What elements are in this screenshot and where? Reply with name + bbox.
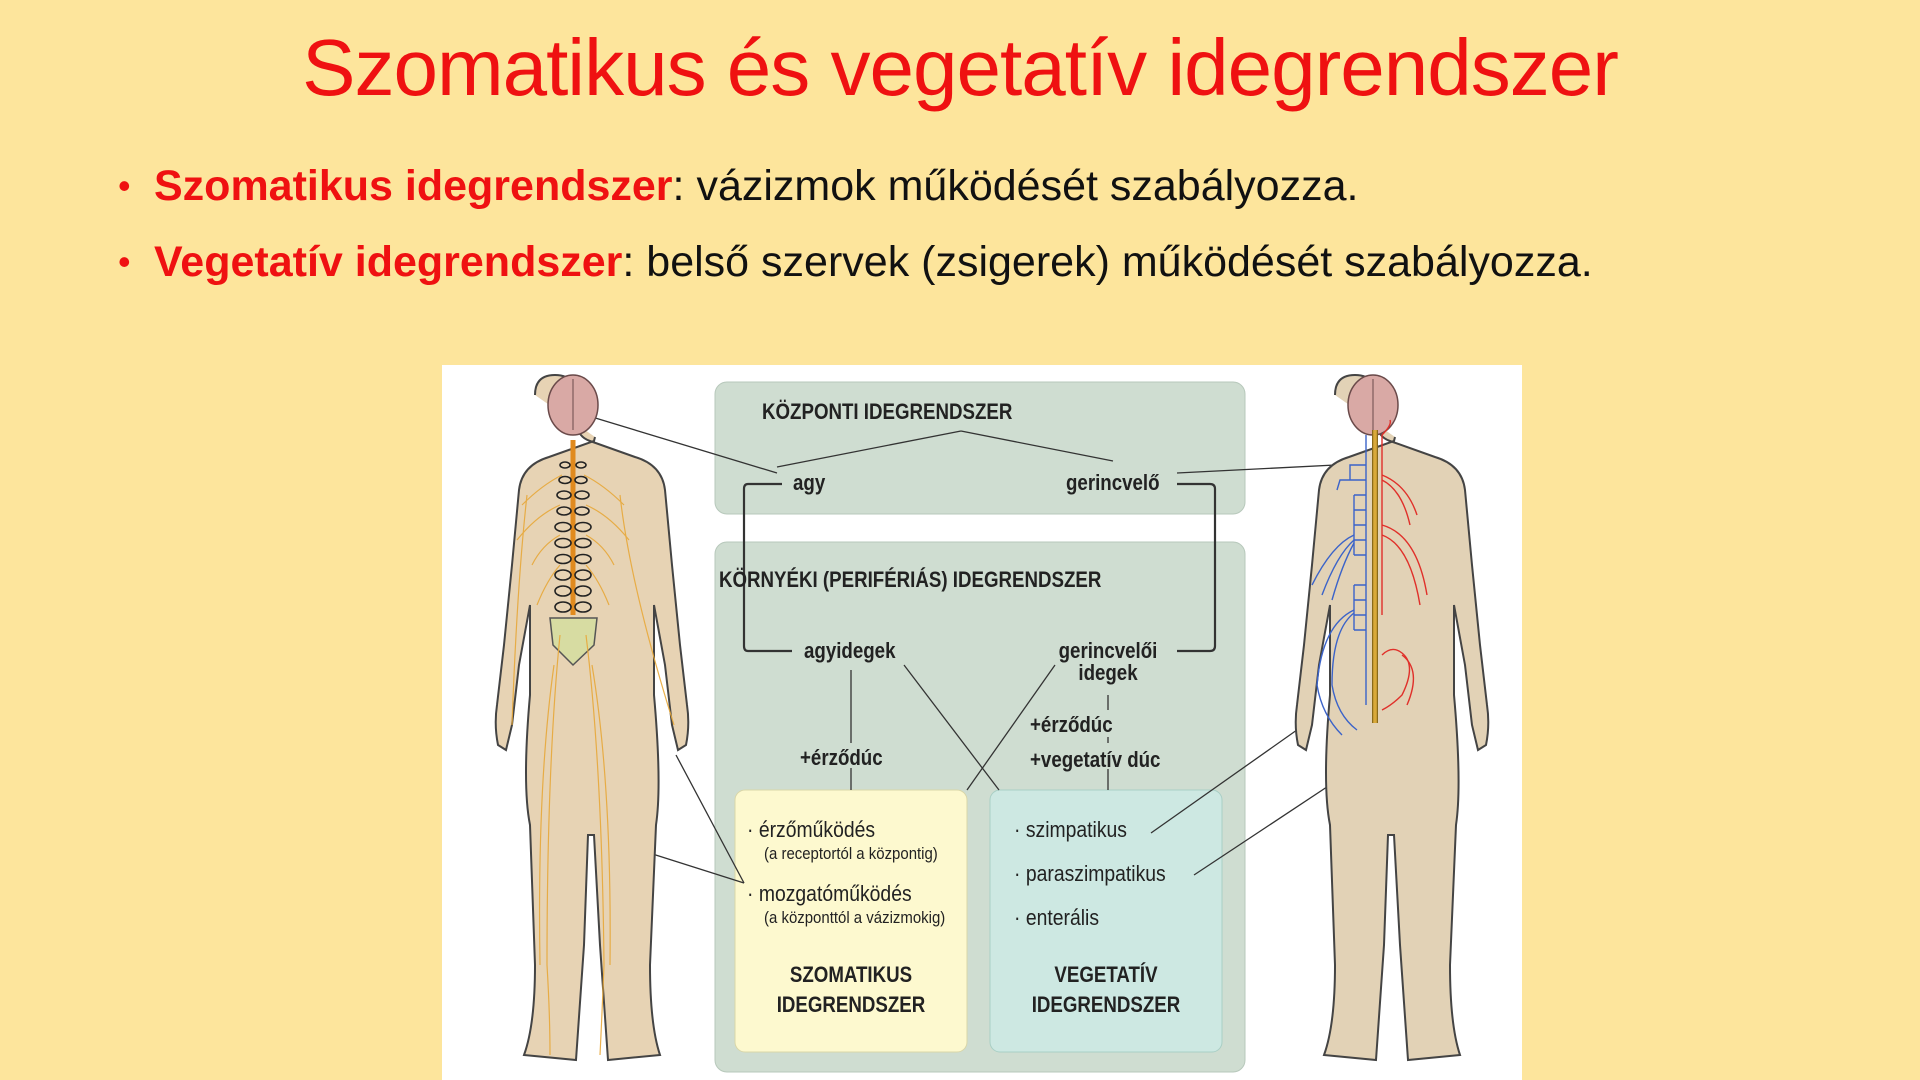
slide-title: Szomatikus és vegetatív idegrendszer xyxy=(302,23,1619,112)
central-spinal-cord-label: gerincvelő xyxy=(1066,470,1160,495)
bullet-text: : vázizmok működését szabályozza. xyxy=(672,161,1359,210)
bullet-somatic: • Szomatikus idegrendszer: vázizmok műkö… xyxy=(118,148,1593,224)
somatic-item-motor-note: (a központtól a vázizmokig) xyxy=(764,908,946,927)
central-heading: KÖZPONTI IDEGRENDSZER xyxy=(762,399,1013,424)
vegetative-heading: VEGETATÍV IDEGRENDSZER xyxy=(1007,962,1204,1018)
vegetative-heading-line1: VEGETATÍV xyxy=(1054,962,1158,987)
somatic-heading: SZOMATIKUS IDEGRENDSZER xyxy=(752,962,949,1018)
left-ganglion-label: +érződúc xyxy=(800,745,883,770)
somatic-item-motor: · mozgatóműködés xyxy=(747,881,912,907)
bullet-text: : belső szervek (zsigerek) működését sza… xyxy=(622,237,1593,286)
bullet-dot-icon: · xyxy=(747,817,754,842)
somatic-item-sensory: · érzőműködés xyxy=(747,817,875,843)
vegetative-box xyxy=(989,789,1223,1053)
bullet-dot-icon: · xyxy=(1014,905,1021,930)
spinal-nerves-line2: idegek xyxy=(1078,660,1138,685)
bullet-term: Szomatikus idegrendszer xyxy=(154,161,673,210)
bullet-dot-icon: • xyxy=(118,165,131,206)
central-panel xyxy=(714,381,1246,515)
somatic-item-sensory-note: (a receptortól a központig) xyxy=(764,844,938,863)
right-ganglion-label-1: +érződúc xyxy=(1030,712,1113,737)
vegetative-item-label: enterális xyxy=(1025,905,1100,930)
left-body-figure xyxy=(494,373,690,1062)
vegetative-item-enteric: · enterális xyxy=(1014,905,1099,931)
somatic-heading-line2: IDEGRENDSZER xyxy=(776,992,926,1017)
vegetative-item-label: szimpatikus xyxy=(1025,817,1127,842)
bullet-term: Vegetatív idegrendszer xyxy=(154,237,623,286)
somatic-item-label: mozgatóműködés xyxy=(758,881,912,906)
bullet-vegetative: • Vegetatív idegrendszer: belső szervek … xyxy=(118,224,1593,300)
cranial-nerves-label: agyidegek xyxy=(804,638,896,663)
spinal-nerves-label: gerincvelői idegek xyxy=(1040,638,1176,686)
bullet-dot-icon: • xyxy=(118,241,131,282)
bullet-dot-icon: · xyxy=(747,881,754,906)
vegetative-item-parasympathetic: · paraszimpatikus xyxy=(1014,861,1166,887)
peripheral-heading: KÖRNYÉKI (PERIFÉRIÁS) IDEGRENDSZER xyxy=(719,567,1102,592)
bullet-dot-icon: · xyxy=(1014,817,1021,842)
bullet-list: • Szomatikus idegrendszer: vázizmok műkö… xyxy=(118,148,1593,300)
right-body-figure xyxy=(1294,373,1490,1062)
vegetative-heading-line2: IDEGRENDSZER xyxy=(1031,992,1181,1017)
vegetative-item-sympathetic: · szimpatikus xyxy=(1014,817,1127,843)
somatic-item-label: érzőműködés xyxy=(758,817,876,842)
right-ganglion-label-2: +vegetatív dúc xyxy=(1030,747,1161,772)
bullet-dot-icon: · xyxy=(1014,861,1021,886)
somatic-heading-line1: SZOMATIKUS xyxy=(789,962,913,987)
nervous-system-figure: KÖZPONTI IDEGRENDSZER agy gerincvelő KÖR… xyxy=(442,365,1522,1080)
spinal-nerves-line1: gerincvelői xyxy=(1058,638,1158,663)
diagram-graphics xyxy=(494,373,1490,1073)
vegetative-item-label: paraszimpatikus xyxy=(1025,861,1166,886)
central-brain-label: agy xyxy=(793,470,826,495)
